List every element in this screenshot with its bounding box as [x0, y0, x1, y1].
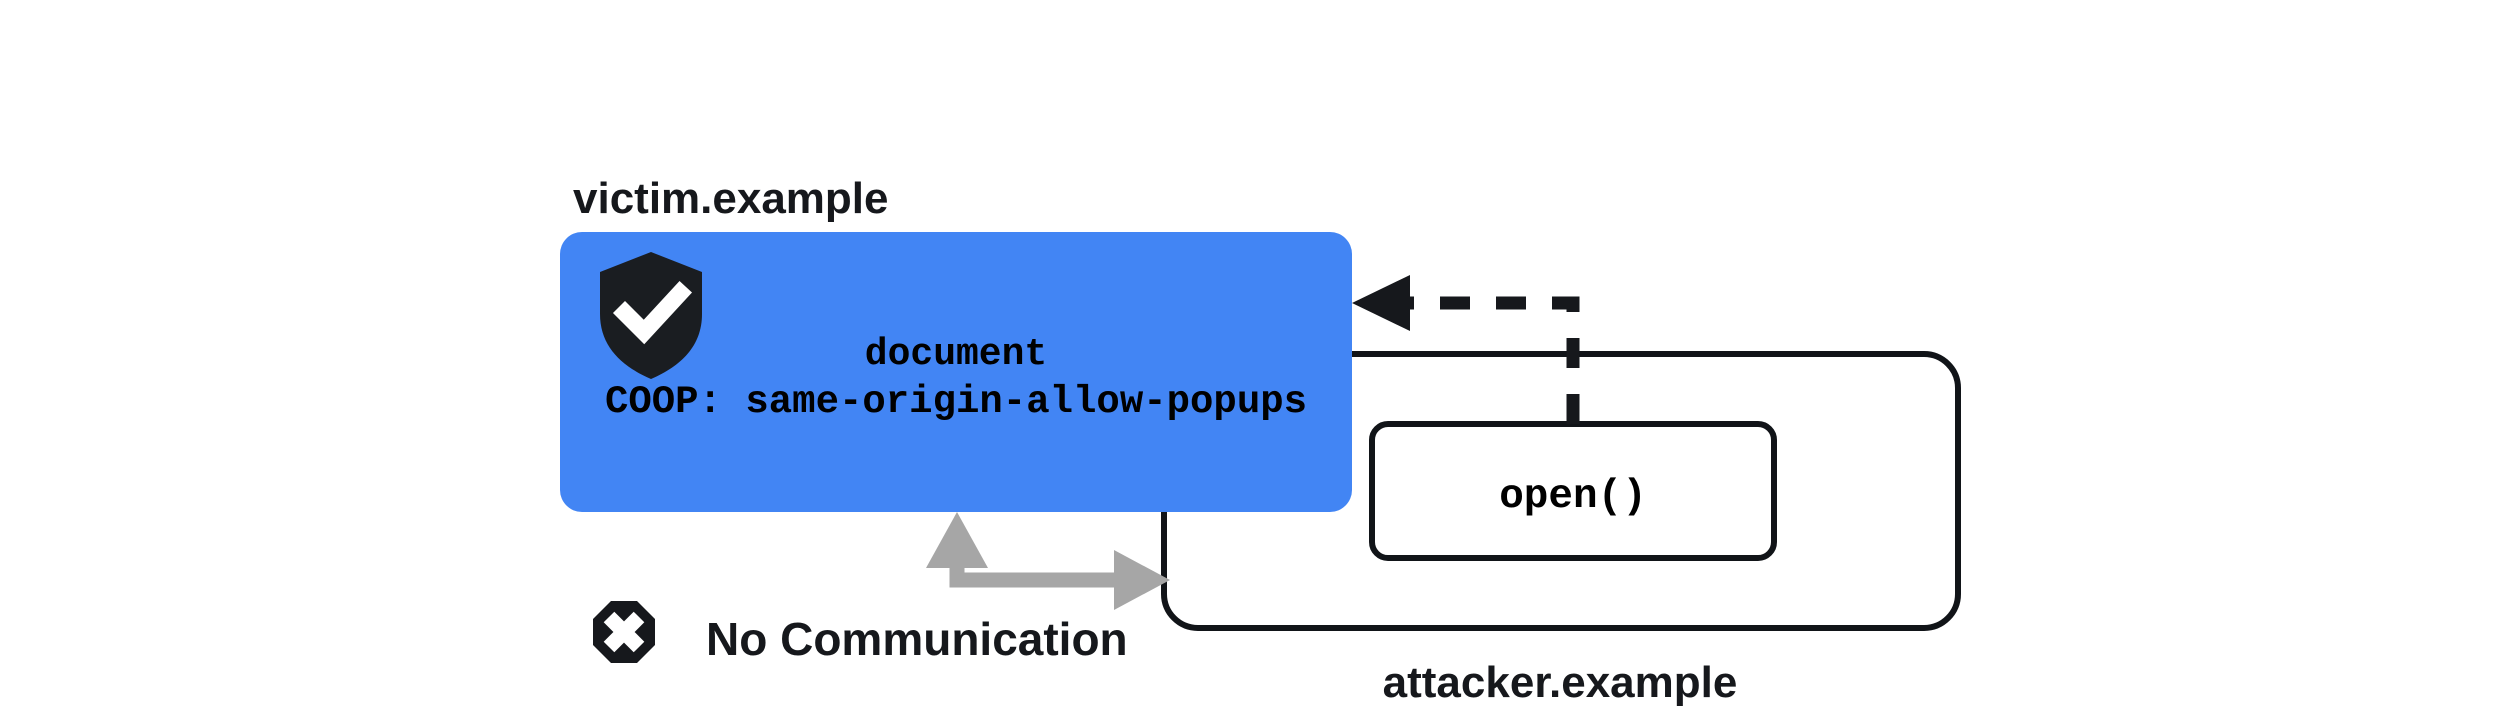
octagon-x-icon: [593, 601, 655, 663]
gray-arrow-head-up: [926, 512, 988, 568]
shield-check-icon: [600, 252, 702, 379]
gray-blocked-arrow-line: [949, 566, 1128, 588]
dashed-arrow-open-to-victim: [1400, 296, 1580, 424]
victim-document-box: [560, 232, 1352, 512]
victim-origin-label: victim.example: [573, 174, 889, 223]
dashed-arrow-head: [1352, 275, 1410, 331]
coop-header-label: COOP: same-origin-allow-popups: [605, 380, 1307, 424]
gray-arrow-head-right: [1114, 550, 1170, 610]
no-communication-label: No Communication: [706, 613, 1128, 665]
open-call-label: open(): [1499, 474, 1647, 520]
document-label: document: [865, 333, 1047, 376]
attacker-origin-label: attacker.example: [1383, 658, 1738, 707]
